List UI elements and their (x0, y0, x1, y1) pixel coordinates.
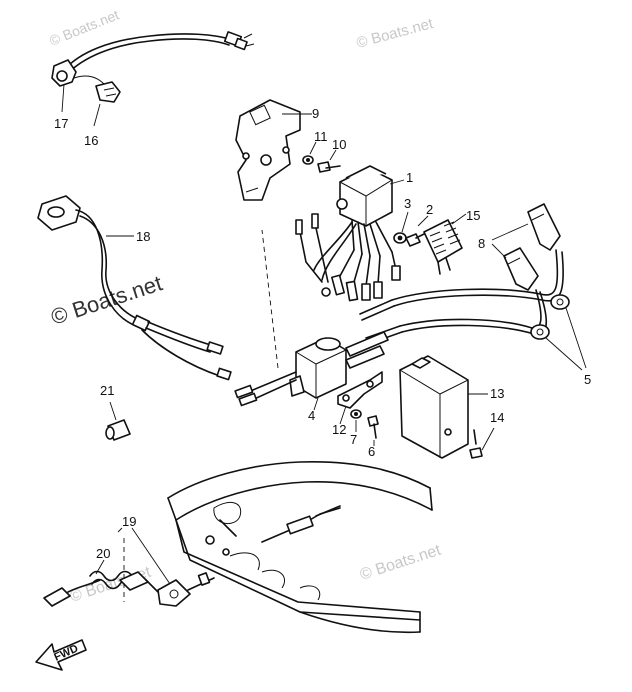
screw-part-14 (469, 429, 483, 459)
part-number-2: 2 (426, 202, 433, 217)
part-number-5: 5 (584, 372, 591, 387)
part-number-3: 3 (404, 196, 411, 211)
part-number-9: 9 (312, 106, 319, 121)
washer-part-3 (393, 232, 407, 244)
sleeve-part-21 (105, 419, 131, 441)
bolt-part-10 (317, 161, 341, 173)
washer-part-11 (302, 155, 314, 165)
fwd-direction-arrow: FWD (35, 639, 87, 671)
stop-switch-lead-assembly (51, 31, 255, 103)
part-number-7: 7 (350, 432, 357, 447)
part-number-20: 20 (96, 546, 110, 561)
lead-wire-part-18 (37, 195, 232, 381)
spark-plug-caps-part-8 (503, 203, 561, 291)
terminal-block-part-15 (423, 219, 463, 275)
part-number-1: 1 (406, 170, 413, 185)
part-number-12: 12 (332, 422, 346, 437)
part-number-21: 21 (100, 383, 114, 398)
part-number-16: 16 (84, 133, 98, 148)
part-number-8: 8 (478, 236, 485, 251)
part-number-18: 18 (136, 229, 150, 244)
lower-cowling-outline (167, 460, 433, 634)
watermark-top-right: © Boats.net (355, 15, 436, 52)
cdi-unit-part-1 (295, 165, 401, 302)
part-number-19: 19 (122, 514, 136, 529)
part-number-14: 14 (490, 410, 504, 425)
part-number-10: 10 (332, 137, 346, 152)
bolt-part-6 (367, 415, 379, 439)
bracket-part-9 (235, 99, 301, 201)
grommets-part-5 (530, 294, 570, 340)
watermark-bottom-right: © Boats.net (358, 542, 444, 584)
part-number-15: 15 (466, 208, 480, 223)
coil-bracket (337, 371, 383, 409)
watermark-top-left: © Boats.net (47, 6, 121, 48)
high-tension-leads (359, 249, 564, 345)
part-number-6: 6 (368, 444, 375, 459)
electrical-cover-part-13 (399, 355, 469, 459)
part-number-11: 11 (314, 129, 328, 144)
ignition-coil-part-4 (234, 229, 389, 407)
part-number-13: 13 (490, 386, 504, 401)
fwd-label: FWD (52, 643, 80, 664)
part-number-4: 4 (308, 408, 315, 423)
harness-grommet (261, 505, 341, 543)
stop-switch-part-19 (157, 572, 215, 607)
washer-part-7 (350, 409, 362, 419)
lanyard-part-20 (43, 570, 159, 607)
part-number-17: 17 (54, 116, 68, 131)
